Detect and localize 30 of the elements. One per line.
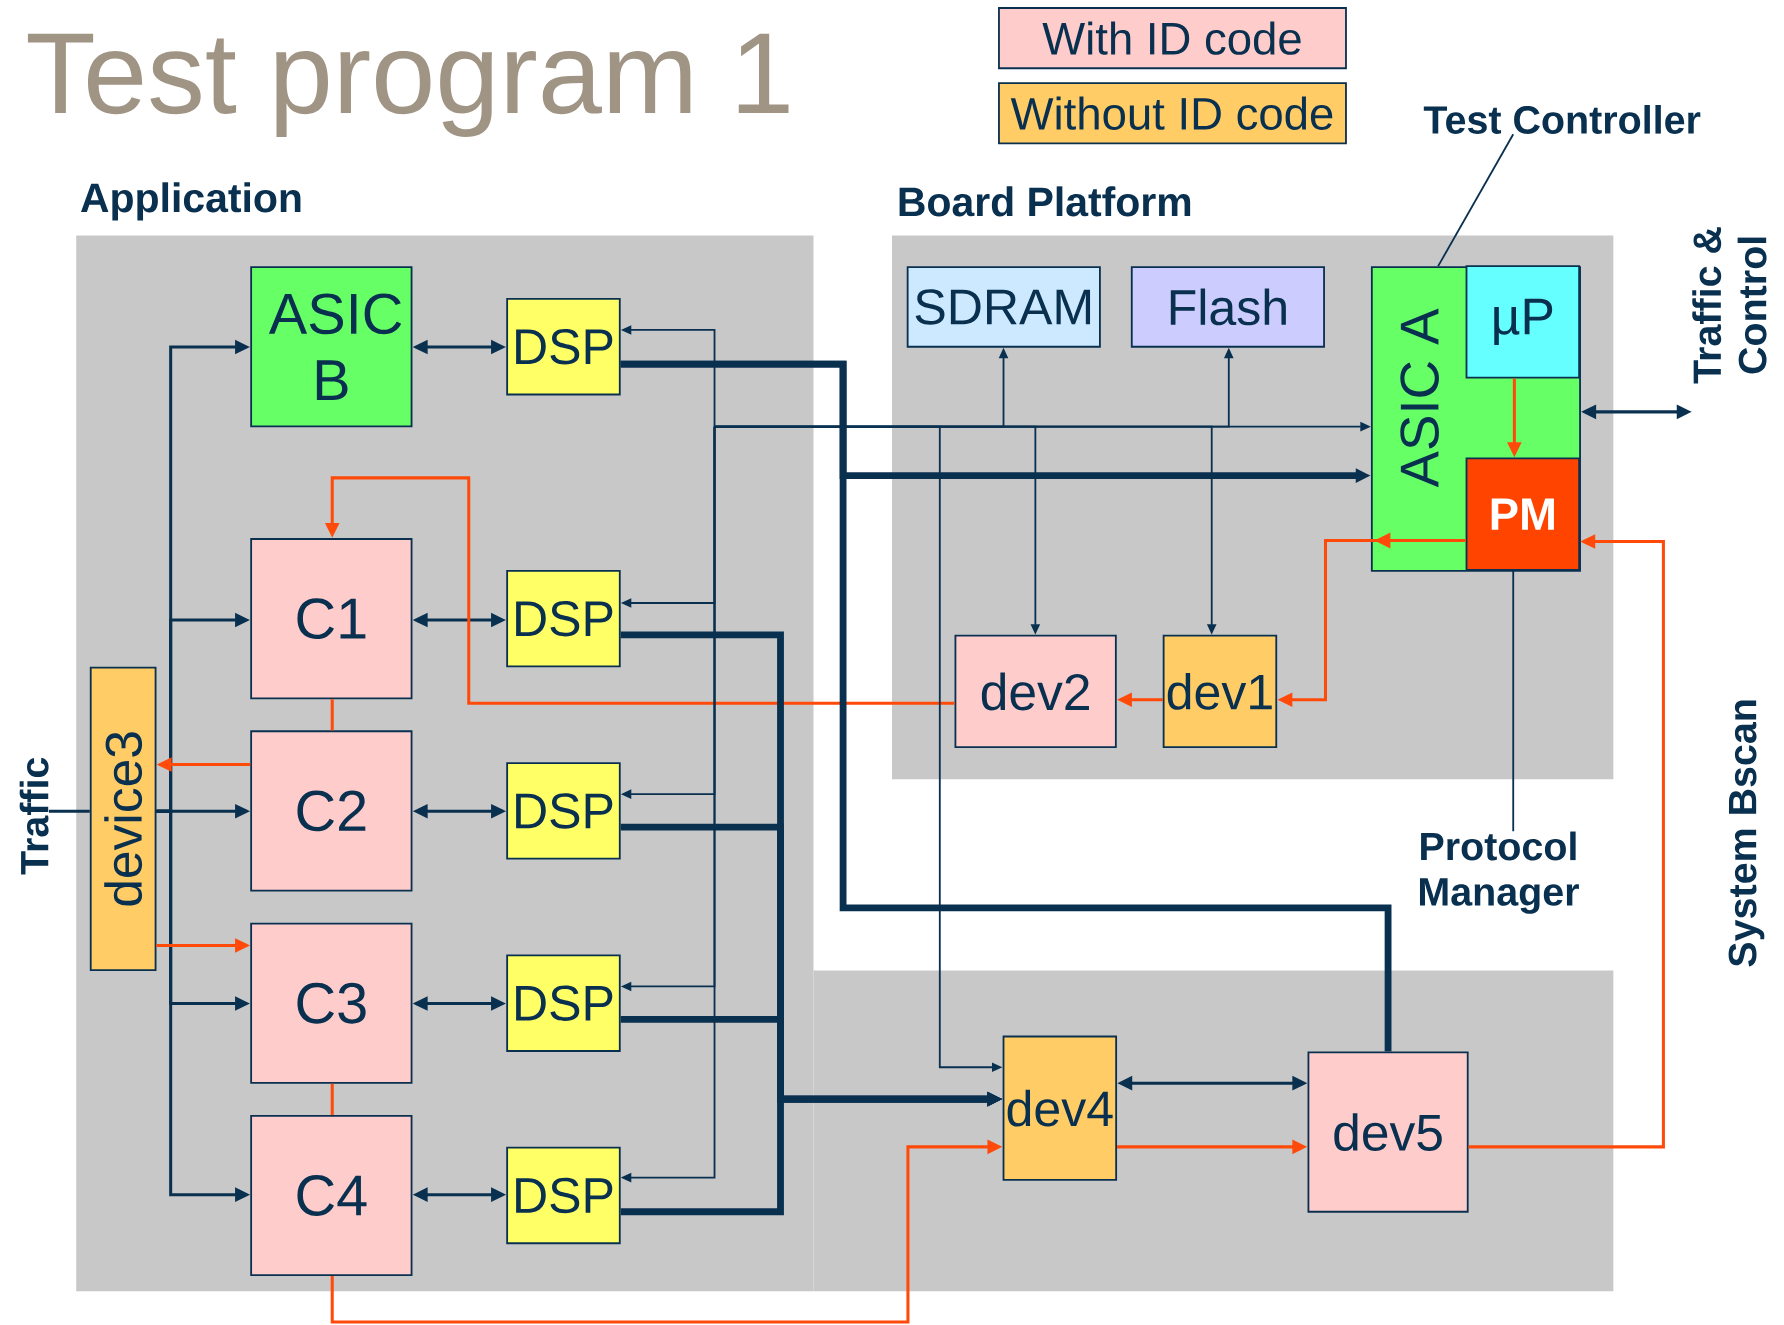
device-box: dev1 (1162, 634, 1278, 748)
device-box: dev2 (954, 634, 1117, 748)
callout-text: Traffic (19, 757, 49, 875)
device-box: dev5 (1307, 1051, 1469, 1213)
chip-box: ASIC B (250, 265, 413, 428)
device-box: dev4 (1002, 1035, 1118, 1181)
component-box: C1 (250, 537, 413, 699)
memory-box: SDRAM (906, 265, 1101, 348)
leader-line (1512, 569, 1515, 832)
side-label: System Bscan (1728, 700, 1765, 967)
component-box: C2 (250, 730, 413, 892)
title: Test program 1 (27, 33, 789, 137)
memory-box: Flash (1130, 265, 1325, 348)
callout-text: Test Controller (1423, 104, 1701, 134)
dsp-box: DSP (506, 1146, 621, 1244)
component-box: C4 (250, 1114, 413, 1276)
dsp-box: DSP (506, 569, 621, 668)
manager-box: PM (1465, 457, 1581, 571)
leader-line (1437, 133, 1515, 267)
callout-text: Protocol Manager (1420, 831, 1579, 914)
dsp-box: DSP (506, 297, 621, 396)
callout-text: Traffic & Control (1692, 227, 1767, 384)
node-label: Application (80, 182, 301, 221)
arrow (1468, 534, 1665, 1149)
dsp-box: DSP (506, 954, 621, 1052)
node-label: Board Platform (899, 186, 1191, 217)
component-box: C3 (250, 922, 413, 1084)
processor-box: µP (1465, 265, 1581, 379)
device-box: device3 (89, 666, 157, 971)
dsp-box: DSP (506, 762, 621, 860)
